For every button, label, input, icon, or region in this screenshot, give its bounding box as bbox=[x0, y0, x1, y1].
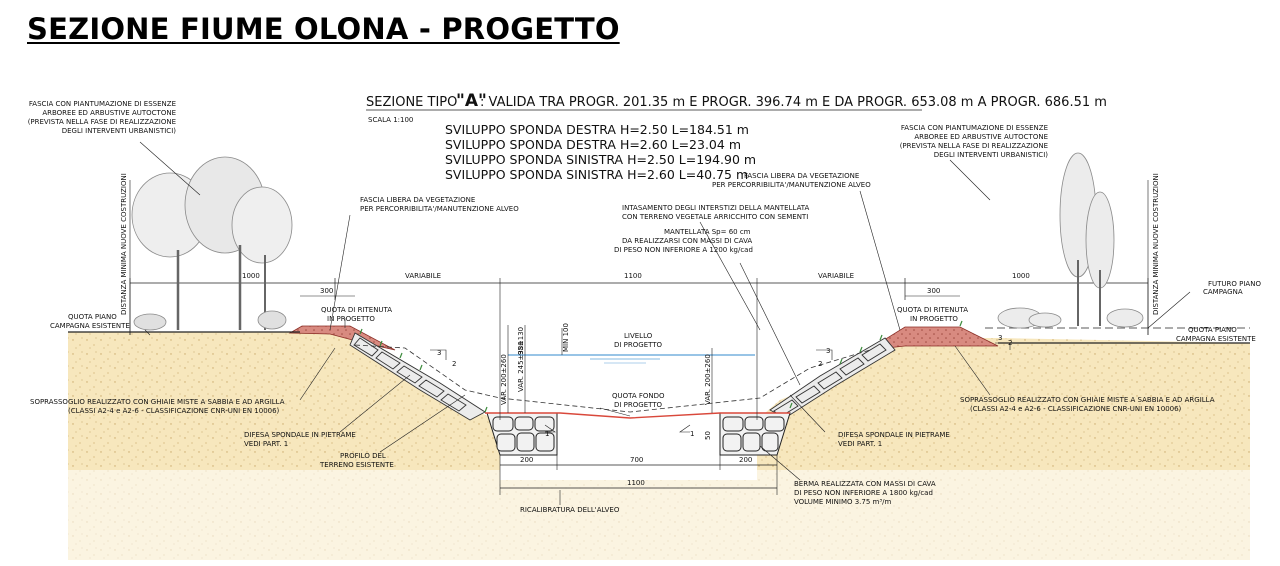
sviluppo-1: SVILUPPO SPONDA DESTRA H=2.50 L=184.51 m bbox=[445, 122, 749, 137]
quota-ritenuta-right-2: IN PROGETTO bbox=[910, 315, 958, 323]
right-revetment bbox=[769, 337, 896, 419]
dim-1100-top: 1100 bbox=[624, 272, 642, 280]
slope-left-3: 3 bbox=[437, 349, 441, 357]
distanza-left: DISTANZA MINIMA NUOVE COSTRUZIONI bbox=[120, 173, 128, 315]
quota-ritenuta-right-1: QUOTA DI RITENUTA bbox=[897, 306, 968, 314]
note-mantellata-1: MANTELLATA Sp= 60 cm bbox=[664, 228, 751, 236]
berma-1: BERMA REALIZZATA CON MASSI DI CAVA bbox=[794, 480, 936, 488]
var-small: 95±130 bbox=[517, 327, 525, 355]
livello-2: DI PROGETTO bbox=[614, 341, 663, 349]
distanza-right: DISTANZA MINIMA NUOVE COSTRUZIONI bbox=[1152, 173, 1160, 315]
note-right-piantumazione-2: ARBOREE ED ARBUSTIVE AUTOCTONE bbox=[914, 133, 1048, 141]
quota-ritenuta-left-2: IN PROGETTO bbox=[327, 315, 375, 323]
soprassoglio-left-2: (CLASSI A2-4 e A2-6 - CLASSIFICAZIONE CN… bbox=[68, 407, 280, 415]
note-left-piantumazione-2: ARBOREE ED ARBUSTIVE AUTOCTONE bbox=[42, 109, 176, 117]
note-left-piantumazione-4: DEGLI INTERVENTI URBANISTICI) bbox=[62, 127, 177, 135]
soprassoglio-left-1: SOPRASSOGLIO REALIZZATO CON GHIAIE MISTE… bbox=[30, 398, 285, 406]
dim-50: 50 bbox=[704, 431, 712, 440]
note-mantellata-2: DA REALIZZARSI CON MASSI DI CAVA bbox=[622, 237, 752, 245]
dim-700: 700 bbox=[630, 456, 643, 464]
var-left-b: VAR. 245±380 bbox=[517, 341, 525, 392]
trees-right bbox=[997, 152, 1144, 329]
sviluppo-3: SVILUPPO SPONDA SINISTRA H=2.50 L=194.90… bbox=[445, 152, 756, 167]
note-right-fascia-libera-2: PER PERCORRIBILITA'/MANUTENZIONE ALVEO bbox=[712, 181, 871, 189]
livello-1: LIVELLO bbox=[624, 332, 653, 340]
quota-fondo-1: QUOTA FONDO bbox=[612, 392, 665, 400]
difesa-left-2: VEDI PART. 1 bbox=[244, 440, 288, 448]
left-berma bbox=[486, 412, 558, 456]
note-left-fascia-libera-2: PER PERCORRIBILITA'/MANUTENZIONE ALVEO bbox=[360, 205, 519, 213]
slope-channel-left-1: 1 bbox=[545, 430, 549, 438]
slope-left-2: 2 bbox=[452, 360, 456, 368]
dim-200-right: 200 bbox=[739, 456, 752, 464]
right-berma bbox=[719, 412, 791, 456]
quota-fondo-2: DI PROGETTO bbox=[614, 401, 663, 409]
dim-300-left-text: 300 bbox=[320, 287, 333, 295]
futuro-piano-1: FUTURO PIANO bbox=[1208, 280, 1261, 288]
dim-1000-right: 1000 bbox=[1012, 272, 1030, 280]
section-type-letter: "A" bbox=[456, 91, 487, 111]
profilo-1: PROFILO DEL bbox=[340, 452, 386, 460]
note-left-piantumazione-3: (PREVISTA NELLA FASE DI REALIZZAZIONE bbox=[28, 118, 176, 126]
ricalibratura: RICALIBRATURA DELL'ALVEO bbox=[520, 506, 620, 514]
sviluppo-2: SVILUPPO SPONDA DESTRA H=2.60 L=23.04 m bbox=[445, 137, 741, 152]
note-right-piantumazione-1: FASCIA CON PIANTUMAZIONE DI ESSENZE bbox=[901, 124, 1048, 132]
channel-bed-line bbox=[485, 412, 790, 419]
note-right-piantumazione-3: (PREVISTA NELLA FASE DI REALIZZAZIONE bbox=[900, 142, 1048, 150]
note-intasamento-1: INTASAMENTO DEGLI INTERSTIZI DELLA MANTE… bbox=[622, 204, 810, 212]
soil-fade bbox=[68, 470, 1250, 566]
futuro-piano-2: CAMPAGNA bbox=[1203, 288, 1243, 296]
right-levee-fill bbox=[867, 326, 999, 351]
note-right-fascia-libera-1: FASCIA LIBERA DA VEGETAZIONE bbox=[744, 172, 859, 180]
min-100: MIN 100 bbox=[562, 323, 570, 352]
quota-piano-left-2: CAMPAGNA ESISTENTE bbox=[50, 322, 130, 330]
difesa-right-1: DIFESA SPONDALE IN PIETRAME bbox=[838, 431, 950, 439]
existing-terrain-profile bbox=[354, 344, 871, 413]
leader-lines bbox=[139, 141, 991, 505]
berma-2: DI PESO NON INFERIORE A 1800 kg/cad bbox=[794, 489, 933, 497]
future-ground-leader bbox=[1147, 291, 1191, 329]
soprassoglio-right-1: SOPRASSOGLIO REALIZZATO CON GHIAIE MISTE… bbox=[960, 396, 1215, 404]
slope-far-right-3: 3 bbox=[998, 334, 1002, 342]
dim-200-left: 200 bbox=[520, 456, 533, 464]
difesa-right-2: VEDI PART. 1 bbox=[838, 440, 882, 448]
trees-left bbox=[131, 156, 293, 331]
scale-label: SCALA 1:100 bbox=[368, 116, 413, 124]
slope-channel-right-1: 1 bbox=[690, 430, 694, 438]
var-left-a: VAR. 200±260 bbox=[500, 354, 508, 405]
note-left-fascia-libera-1: FASCIA LIBERA DA VEGETAZIONE bbox=[360, 196, 475, 204]
left-revetment bbox=[349, 332, 486, 421]
quota-piano-left-1: QUOTA PIANO bbox=[68, 313, 117, 321]
quota-piano-right-2: CAMPAGNA ESISTENTE bbox=[1176, 335, 1256, 343]
dim-1000-left: 1000 bbox=[242, 272, 260, 280]
slope-right-2: 2 bbox=[818, 360, 822, 368]
sviluppo-4: SVILUPPO SPONDA SINISTRA H=2.60 L=40.75 … bbox=[445, 167, 748, 182]
dim-300-right-text: 300 bbox=[927, 287, 940, 295]
note-intasamento-2: CON TERRENO VEGETALE ARRICCHITO CON SEME… bbox=[622, 213, 808, 221]
profilo-2: TERRENO ESISTENTE bbox=[319, 461, 394, 469]
note-right-piantumazione-4: DEGLI INTERVENTI URBANISTICI) bbox=[934, 151, 1049, 159]
slope-right-3: 3 bbox=[826, 347, 830, 355]
page-title: SEZIONE FIUME OLONA - PROGETTO bbox=[27, 12, 620, 46]
var-right: VAR. 200±260 bbox=[704, 354, 712, 405]
dim-variabile-right: VARIABILE bbox=[818, 272, 854, 280]
note-mantellata-3: DI PESO NON INFERIORE A 1200 kg/cad bbox=[614, 246, 753, 254]
note-left-piantumazione-1: FASCIA CON PIANTUMAZIONE DI ESSENZE bbox=[29, 100, 176, 108]
quota-ritenuta-left-1: QUOTA DI RITENUTA bbox=[321, 306, 392, 314]
slope-triangles bbox=[430, 342, 1011, 433]
dim-variabile-left: VARIABILE bbox=[405, 272, 441, 280]
difesa-left-1: DIFESA SPONDALE IN PIETRAME bbox=[244, 431, 356, 439]
dim-1100-bottom: 1100 bbox=[627, 479, 645, 487]
grass-tufts bbox=[359, 320, 963, 413]
section-type-prefix: SEZIONE TIPO bbox=[366, 95, 457, 110]
soprassoglio-right-2: (CLASSI A2-4 e A2-6 - CLASSIFICAZIONE CN… bbox=[970, 405, 1182, 413]
quota-piano-right-1: QUOTA PIANO bbox=[1188, 326, 1237, 334]
section-type-description: : VALIDA TRA PROGR. 201.35 m E PROGR. 39… bbox=[480, 95, 1107, 110]
berma-3: VOLUME MINIMO 3.75 m³/m bbox=[794, 498, 892, 506]
